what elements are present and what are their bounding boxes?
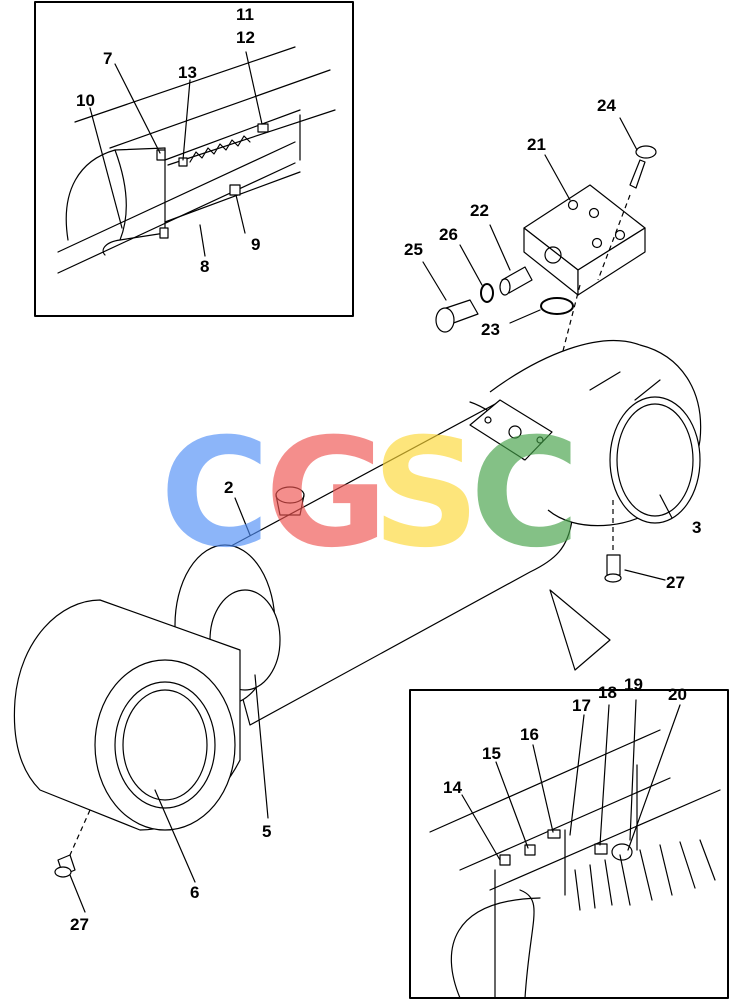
callout-label: 22 xyxy=(470,201,489,220)
cylinder-assembly xyxy=(13,339,702,913)
watermark-letter: C xyxy=(160,407,270,581)
callout-label: 18 xyxy=(598,683,617,702)
callout-label: 3 xyxy=(692,518,701,537)
inset-piston-detail xyxy=(34,1,354,317)
watermark-letter: S xyxy=(372,407,480,581)
callout-label: 9 xyxy=(251,235,260,254)
callout-labels: 11 12 7 13 10 9 8 24 21 22 26 25 23 2 3 … xyxy=(70,5,701,934)
callout-label: 14 xyxy=(443,778,462,797)
callout-label: 27 xyxy=(70,915,89,934)
callout-label: 27 xyxy=(666,573,685,592)
callout-label: 26 xyxy=(439,225,458,244)
watermark-letter: C xyxy=(470,407,580,581)
cgsc-watermark: C G S C xyxy=(160,407,580,581)
callout-label: 10 xyxy=(76,91,95,110)
callout-label: 15 xyxy=(482,744,501,763)
callout-label: 24 xyxy=(597,96,616,115)
callout-label: 6 xyxy=(190,883,199,902)
callout-label: 23 xyxy=(481,320,500,339)
callout-label: 8 xyxy=(200,257,209,276)
callout-label: 25 xyxy=(404,240,423,259)
callout-label: 7 xyxy=(103,49,112,68)
callout-label: 12 xyxy=(236,28,255,47)
watermark-letter: G xyxy=(265,407,388,581)
callout-label: 11 xyxy=(236,5,254,24)
callout-label: 5 xyxy=(262,822,271,841)
callout-label: 2 xyxy=(224,478,233,497)
callout-label: 13 xyxy=(178,63,197,82)
callout-label: 17 xyxy=(572,696,591,715)
valve-block-assembly xyxy=(422,117,657,441)
callout-label: 21 xyxy=(527,135,546,154)
callout-label: 19 xyxy=(624,675,643,694)
callout-label: 16 xyxy=(520,725,539,744)
inset-head-detail xyxy=(409,689,729,999)
callout-label: 20 xyxy=(668,685,687,704)
